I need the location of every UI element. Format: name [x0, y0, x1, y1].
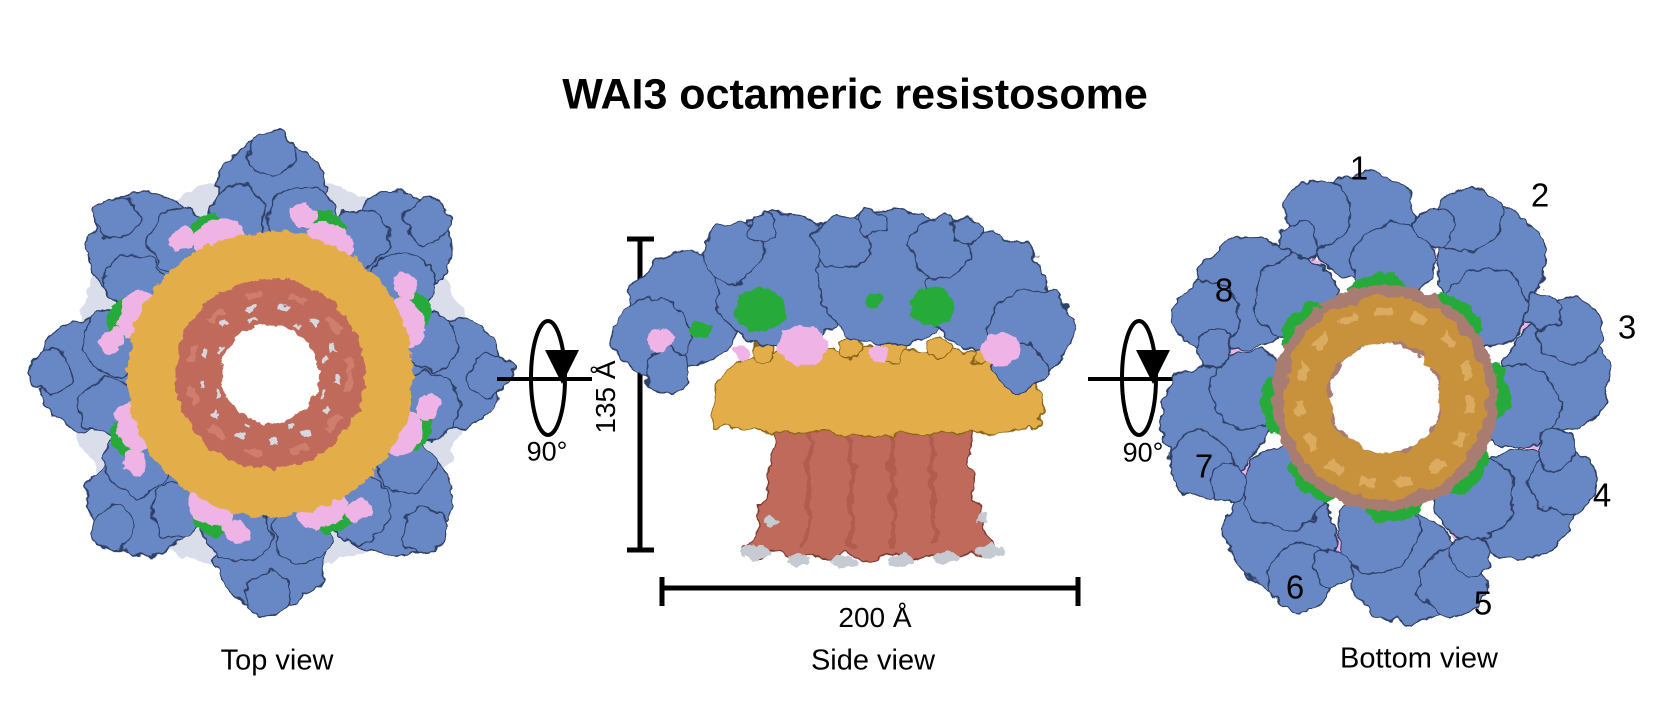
protomer-number-1: 1	[1349, 149, 1369, 187]
rotation-angle-label-2: 90°	[1122, 437, 1164, 468]
side-pink-patches	[647, 326, 1020, 367]
top-gold-ring	[127, 231, 413, 517]
scalebar-height-label: 135 Å	[590, 360, 621, 434]
bottom-gold-highlights	[1294, 307, 1476, 489]
bottom-center-hole	[1342, 355, 1428, 441]
view-label-top: Top view	[220, 644, 334, 677]
side-stem-ridges	[803, 424, 939, 551]
protomer-number-5: 5	[1473, 584, 1493, 622]
molecule-top-view	[27, 131, 513, 617]
rotation-arrowhead-icon	[545, 350, 579, 384]
rotation-angle-label-1: 90°	[526, 436, 568, 467]
scalebar-width	[659, 577, 1081, 606]
protomer-number-4: 4	[1592, 476, 1612, 514]
molecule-side-view	[612, 206, 1075, 568]
side-green-patches	[690, 286, 954, 338]
view-label-bottom: Bottom view	[1340, 642, 1498, 675]
top-white-strands	[199, 303, 341, 445]
top-salmon-highlights	[186, 290, 354, 458]
molecule-bottom-view	[1152, 165, 1618, 631]
protomer-number-6: 6	[1285, 568, 1305, 606]
rotation-symbol-2	[1088, 319, 1183, 437]
protomer-number-8: 8	[1214, 271, 1234, 309]
top-center-hole	[225, 329, 315, 419]
view-label-side: Side view	[810, 644, 936, 677]
rotation-symbol-1	[497, 319, 592, 437]
protomer-number-2: 2	[1530, 176, 1550, 214]
figure-title: WAI3 octameric resistosome	[562, 70, 1148, 119]
protomer-number-7: 7	[1194, 447, 1214, 485]
scalebar-width-label: 200 Å	[838, 602, 912, 633]
rotation-arrowhead-icon	[1136, 350, 1170, 384]
top-salmon-ring	[175, 279, 365, 469]
protomer-number-3: 3	[1617, 308, 1637, 346]
side-gray-debris	[741, 513, 1004, 568]
bottom-gold-ring	[1283, 296, 1487, 500]
